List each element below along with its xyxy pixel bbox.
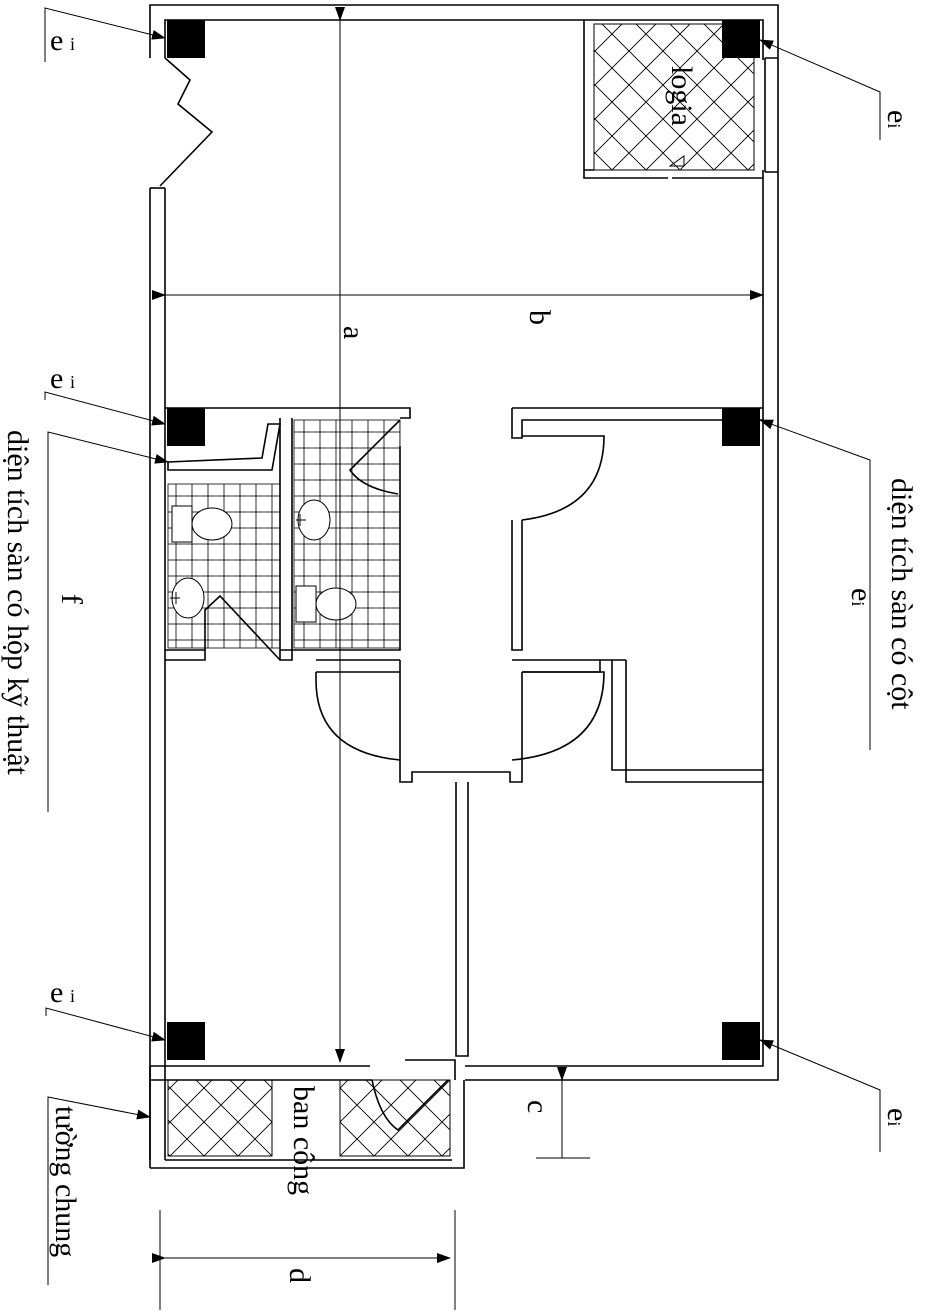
label-dimension-d: d (283, 1268, 316, 1283)
room-door-middle-left (315, 672, 401, 761)
column-bottom-left (167, 1022, 205, 1060)
label-shaft-floor-area: diện tích sàn có hộp kỹ thuật (1, 430, 34, 776)
entry-door (159, 57, 214, 187)
svg-text:i: i (70, 372, 75, 392)
label-column-top-right: ei (881, 110, 914, 128)
toilet-left (171, 505, 233, 543)
label-column-mid-left: e i (50, 362, 75, 395)
svg-text:e: e (50, 362, 63, 395)
column-bottom-right (722, 1022, 760, 1060)
room-door-upper (521, 435, 605, 521)
svg-text:e: e (50, 24, 63, 57)
column-mid-right (722, 408, 760, 446)
column-top-left (167, 20, 205, 58)
label-column-top-left: e i (50, 24, 75, 57)
label-balcony: ban công (287, 1086, 320, 1195)
room-door-middle-right (511, 671, 605, 761)
sink-left (170, 577, 205, 619)
dimension-d-line (152, 1210, 456, 1310)
bathroom-door-right (348, 419, 401, 495)
sink-right (296, 499, 331, 541)
label-column-bottom-left: e i (50, 976, 75, 1009)
balcony-area (149, 1065, 465, 1169)
label-dimension-b: b (523, 310, 556, 325)
leader-lines (44, 7, 881, 1285)
svg-text:i: i (70, 986, 75, 1006)
label-dimension-a: a (337, 326, 370, 339)
label-column-bottom-right: ei (881, 1108, 914, 1126)
label-logia: logia (665, 66, 698, 126)
column-mid-left (167, 408, 205, 446)
label-common-wall: tường chung (49, 1106, 82, 1257)
label-dimension-f: f (55, 594, 88, 604)
dimension-c-line (536, 1067, 590, 1159)
structural-columns (167, 20, 760, 1060)
label-column-mid-right: ei (845, 588, 878, 606)
label-dimension-c: c (521, 1100, 554, 1113)
bathroom-door-left (204, 594, 281, 661)
svg-text:e: e (50, 976, 63, 1009)
label-column-floor-area: diện tích sàn có cột (885, 478, 918, 710)
column-top-right (722, 20, 760, 58)
svg-text:i: i (70, 34, 75, 54)
toilet-right (295, 585, 357, 623)
